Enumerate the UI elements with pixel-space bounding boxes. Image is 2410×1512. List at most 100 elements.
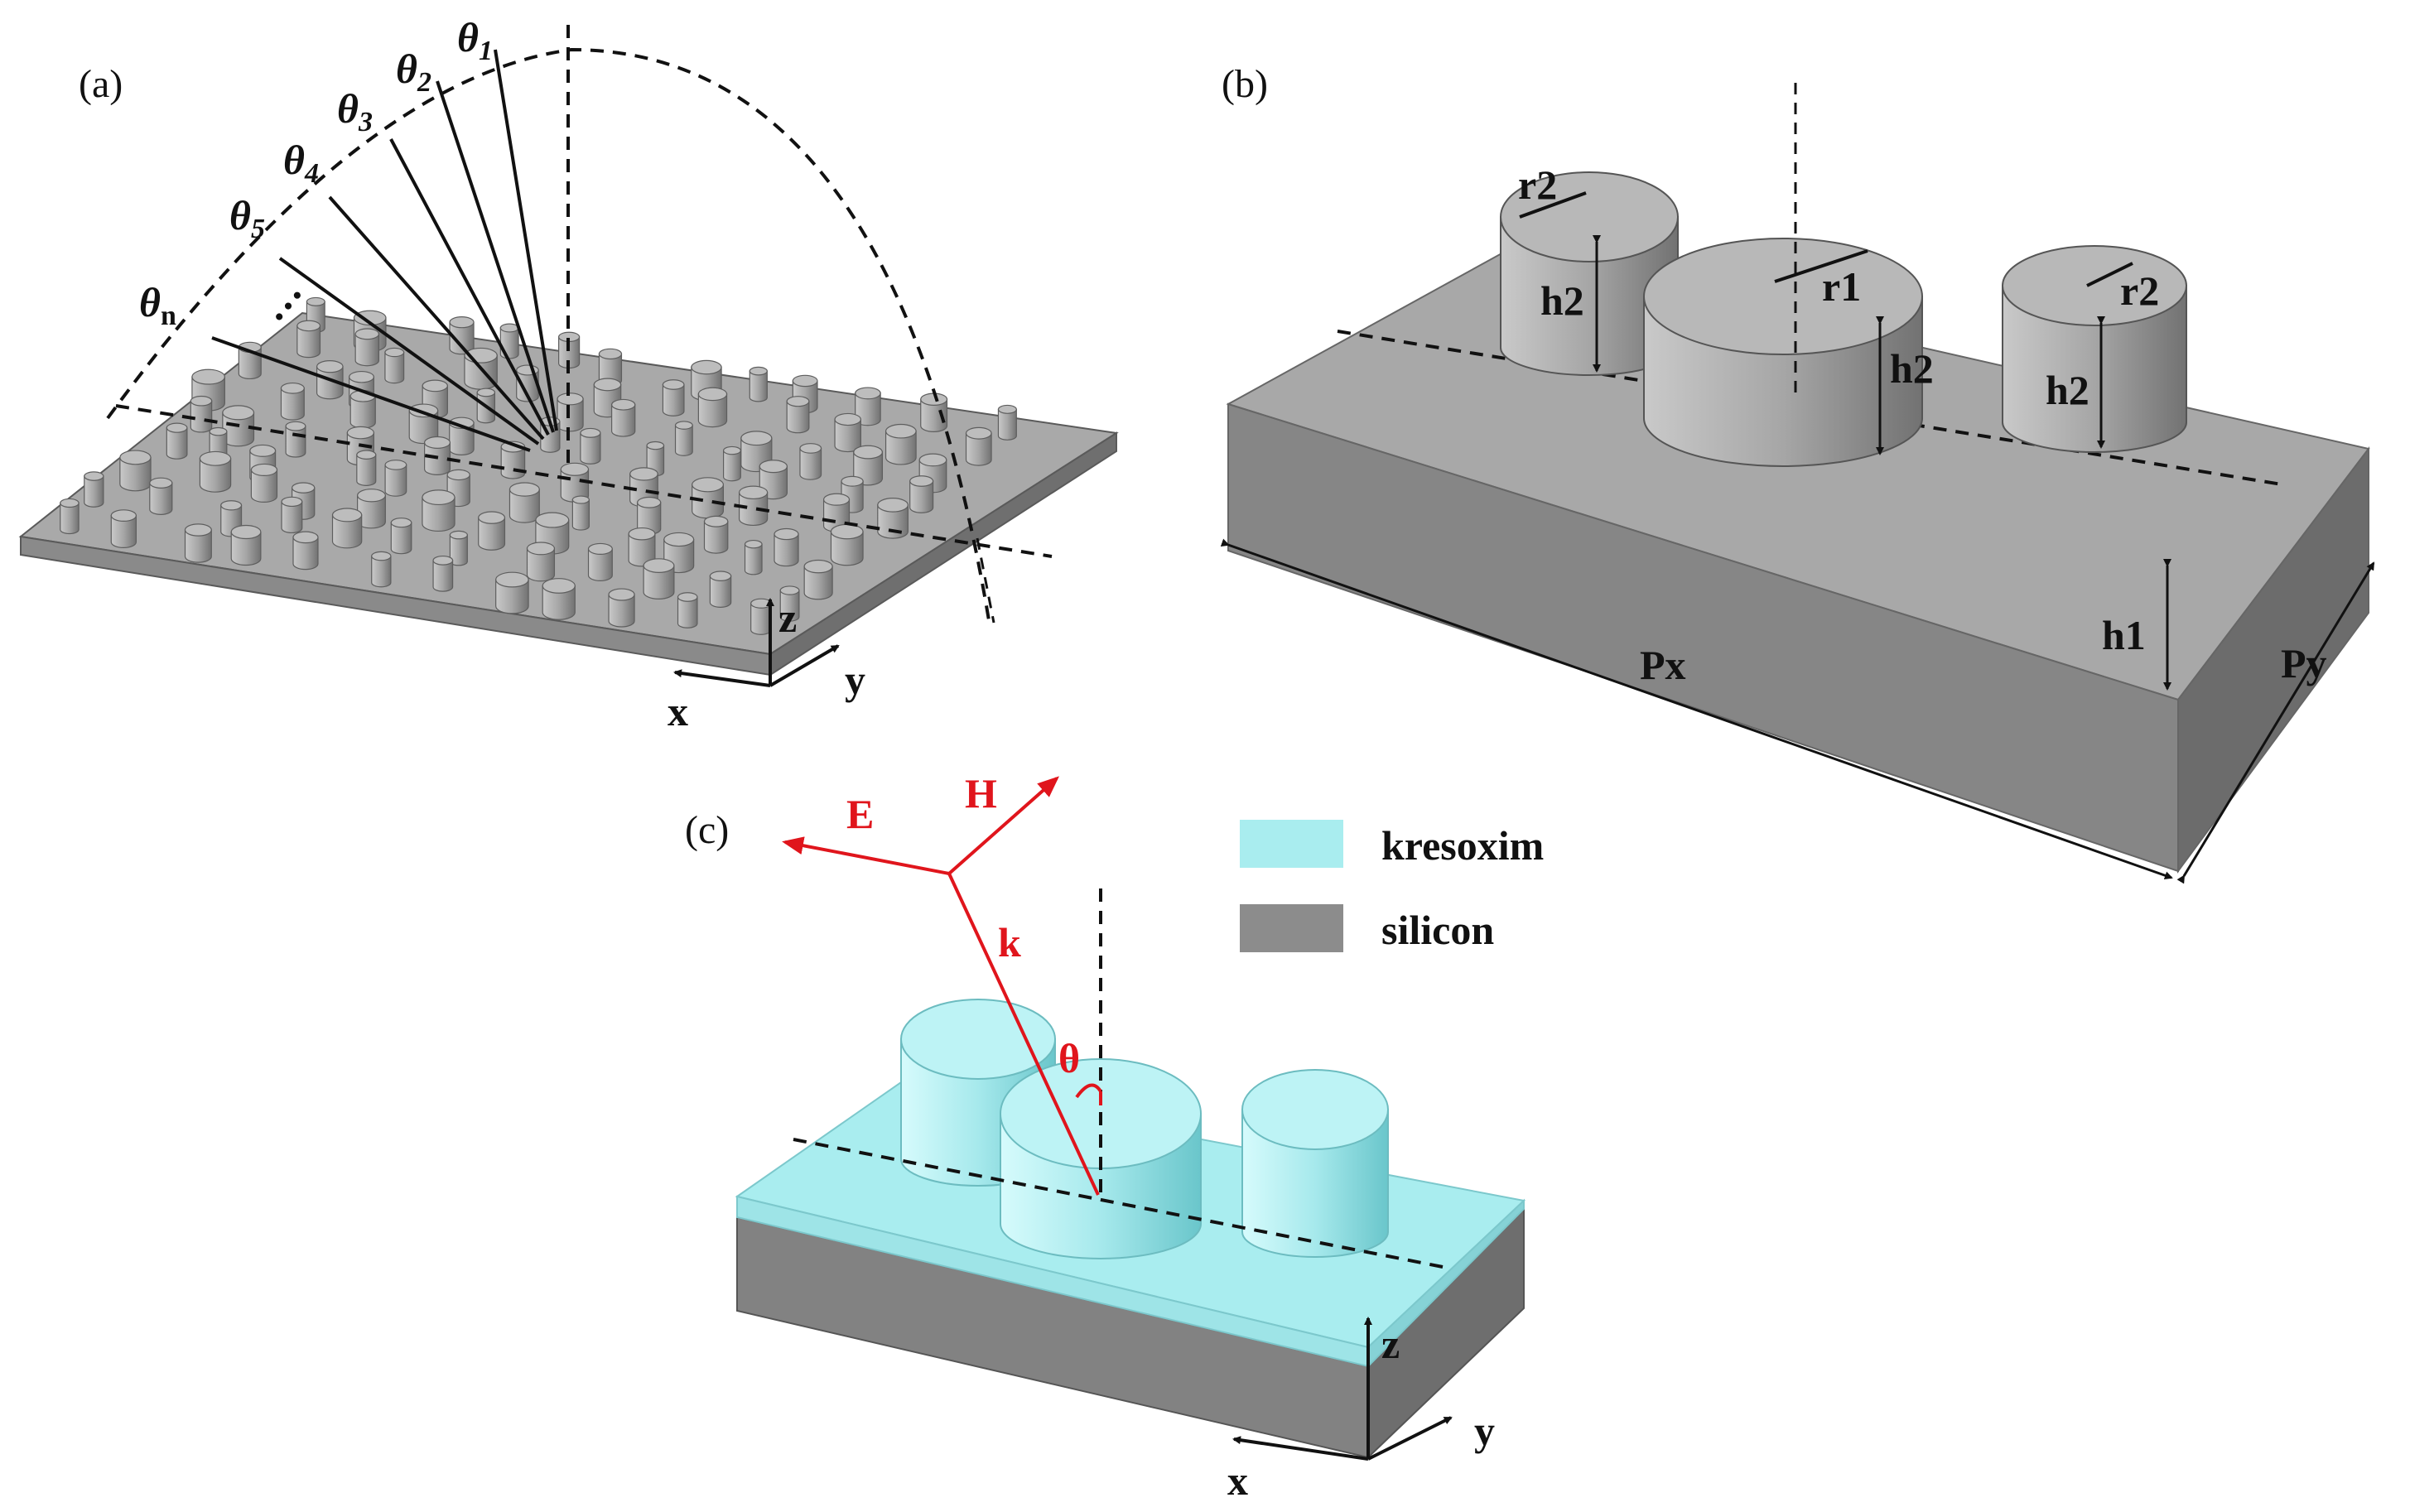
pillar-a-top-88 xyxy=(230,524,262,540)
panel-b-label: (b) xyxy=(1222,62,1268,106)
axes-c xyxy=(1232,1317,1453,1461)
pillar-a-top-81 xyxy=(110,509,137,522)
axis-c-x-label: x xyxy=(1227,1457,1248,1504)
pillar-a-92 xyxy=(292,537,319,571)
pillar-a-top-69 xyxy=(509,482,540,497)
h2-right-label: h2 xyxy=(2046,367,2089,413)
incidence-rays xyxy=(211,49,558,452)
axis-c-z-label: z xyxy=(1381,1321,1400,1367)
pillar-a-top-44 xyxy=(965,426,992,440)
pillar-a-44 xyxy=(965,432,992,466)
pillar-a-top-100 xyxy=(803,559,833,574)
pillar-a-top-20 xyxy=(422,379,448,392)
pillar-a-74 xyxy=(571,498,590,531)
pillar-a-top-74 xyxy=(571,495,590,504)
pillar-a-top-51 xyxy=(249,444,277,457)
pillar-c-right xyxy=(1241,1069,1389,1258)
theta-4-label: θ4 xyxy=(283,137,319,189)
pillar-a-106 xyxy=(677,596,698,628)
pillar-a-top-73 xyxy=(822,493,851,506)
pillar-a-top-43 xyxy=(580,427,601,438)
pillar-a-70 xyxy=(738,492,769,527)
pillar-a-98 xyxy=(432,560,454,592)
panel-c: (c) E H k xyxy=(685,770,1526,1504)
pillar-a-87 xyxy=(830,531,864,566)
theta-5-label: θ5 xyxy=(229,192,265,244)
theta-n-label: θn xyxy=(139,279,176,331)
pillar-a-top-1 xyxy=(353,310,387,326)
pillar-a-top-38 xyxy=(285,421,306,431)
pillar-a-80 xyxy=(331,514,363,549)
r2-left-label: r2 xyxy=(1518,161,1557,208)
pillar-a-top-76 xyxy=(637,496,662,508)
pillar-a-top-8 xyxy=(384,347,405,358)
axis-c-y-label: y xyxy=(1474,1408,1495,1454)
pillar-a-top-82 xyxy=(478,511,506,524)
pillar-a-top-90 xyxy=(774,527,799,541)
pillar-a-top-94 xyxy=(744,539,763,549)
pillar-a-top-78 xyxy=(877,498,909,513)
pillar-a-top-97 xyxy=(371,551,392,561)
pillar-a-94 xyxy=(744,543,763,575)
pillar-a-top-54 xyxy=(119,450,152,465)
pillar-a-top-98 xyxy=(432,555,454,566)
pillar-a-84 xyxy=(703,521,729,554)
h-vector xyxy=(947,776,1059,875)
pillar-a-top-58 xyxy=(759,460,788,474)
pillar-a-53 xyxy=(356,454,377,486)
pillar-a-top-30 xyxy=(611,398,636,411)
pillar-a-top-75 xyxy=(281,496,303,508)
pillar-a-top-31 xyxy=(997,404,1017,414)
pillar-a-top-37 xyxy=(674,421,693,430)
pillar-a-60 xyxy=(250,469,278,503)
pillar-a-90 xyxy=(774,533,799,567)
pillar-a-104 xyxy=(779,590,800,622)
pillar-a-top-67 xyxy=(692,477,725,493)
legend-swatch-kresoxim xyxy=(1240,820,1343,868)
legend-label-kresoxim: kresoxim xyxy=(1381,822,1544,869)
pillar-a-57 xyxy=(384,464,407,497)
cross-dashed-axis xyxy=(976,537,995,624)
pillar-a-top-96 xyxy=(587,542,613,556)
h-label: H xyxy=(965,770,997,816)
pillar-a-66 xyxy=(149,482,173,515)
pillar-a-43 xyxy=(580,432,601,465)
pillar-a-5 xyxy=(354,333,379,367)
py-label: Py xyxy=(2281,640,2327,686)
pillar-a-top-101 xyxy=(709,571,732,581)
pillar-a-27 xyxy=(920,398,948,432)
pillar-a-105 xyxy=(608,594,635,628)
pillar-a-top-56 xyxy=(918,453,947,467)
pillar-a-7 xyxy=(238,346,262,380)
pillar-a-77 xyxy=(60,502,80,535)
pillar-a-top-34 xyxy=(834,412,861,426)
pillar-a-top-92 xyxy=(292,531,319,544)
pillar-a-50 xyxy=(723,450,741,482)
pillar-a-top-9 xyxy=(598,348,623,360)
k-vector xyxy=(947,873,1100,1196)
pillar-a-top-64 xyxy=(909,475,934,487)
pillar-a-63 xyxy=(84,475,104,508)
pillar-a-top-12 xyxy=(691,359,722,375)
pillar-a-top-105 xyxy=(608,588,635,601)
pillar-a-top-42 xyxy=(346,426,374,440)
pillar-a-19 xyxy=(662,383,685,417)
pillar-a-top-91 xyxy=(449,530,468,540)
pillar-a-29 xyxy=(786,401,810,434)
legend: kresoxim silicon xyxy=(1240,820,1544,953)
pillar-a-top-46 xyxy=(424,436,451,449)
pillar-a-101 xyxy=(709,575,732,608)
pillar-a-top-33 xyxy=(222,405,255,421)
pillar-a-top-104 xyxy=(779,585,800,595)
pillar-small-left xyxy=(1500,171,1679,376)
h1-label: h1 xyxy=(2102,612,2146,658)
pillar-a-top-71 xyxy=(357,489,386,503)
pillar-a-78 xyxy=(877,504,909,539)
pillar-a-85 xyxy=(390,522,412,555)
axis-a-z-label: z xyxy=(778,595,797,641)
axis-a-y-label: y xyxy=(845,657,865,703)
pillar-a-top-52 xyxy=(853,445,884,460)
axes-a xyxy=(673,598,840,687)
pillar-a-top-15 xyxy=(191,368,225,385)
pillar-a-top-84 xyxy=(703,515,729,527)
